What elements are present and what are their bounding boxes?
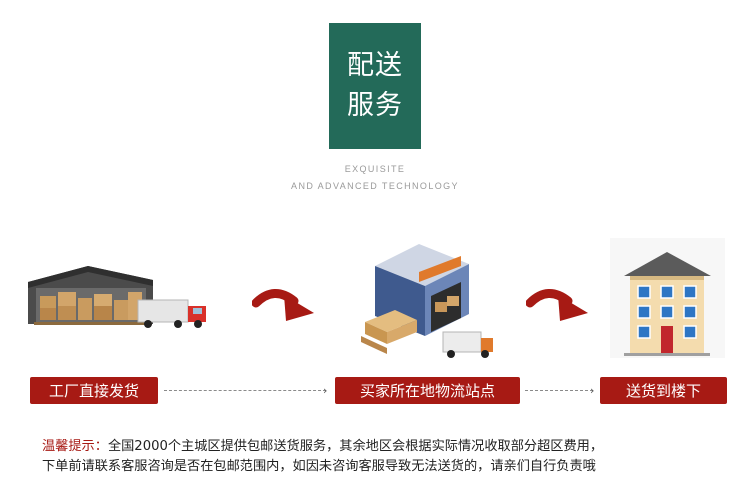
delivery-notice: 温馨提示：全国2000个主城区提供包邮送货服务，其余地区会根据实际情况收取部分超… <box>42 437 732 477</box>
title-line-1: 配送 <box>347 50 403 81</box>
notice-line-1: 温馨提示：全国2000个主城区提供包邮送货服务，其余地区会根据实际情况收取部分超… <box>42 437 732 457</box>
step-local-logistics-station: 买家所在地物流站点 <box>335 377 520 404</box>
curved-arrow-icon <box>252 289 314 321</box>
notice-line-2: 下单前请联系客服咨询是否在包邮范围内，如因未咨询客服导致无法送货的，请亲们自行负… <box>42 459 596 474</box>
warehouse-truck-illustration <box>28 266 206 328</box>
title-line-2: 服务 <box>347 90 403 121</box>
logistics-station-illustration <box>361 244 493 358</box>
subtitle-line-2: AND ADVANCED TECHNOLOGY <box>291 181 459 191</box>
notice-label: 温馨提示： <box>42 439 108 454</box>
step-label: 工厂直接发货 <box>48 382 139 400</box>
dashed-connector <box>164 390 326 391</box>
arrow-right-icon: › <box>590 384 595 397</box>
step-factory-shipping: 工厂直接发货 <box>30 377 158 404</box>
step-label: 送货到楼下 <box>625 382 701 400</box>
title-box: 配送 服务 <box>329 23 421 149</box>
notice-text-1: 全国2000个主城区提供包邮送货服务，其余地区会根据实际情况收取部分超区费用， <box>107 439 604 454</box>
dashed-connector <box>525 390 593 391</box>
curved-arrow-icon <box>526 289 588 321</box>
step-delivery-downstairs: 送货到楼下 <box>600 377 727 404</box>
arrow-right-icon: › <box>323 384 328 397</box>
step-label: 买家所在地物流站点 <box>359 382 495 400</box>
building-illustration <box>610 238 725 358</box>
subtitle-line-1: EXQUISITE <box>344 164 406 174</box>
